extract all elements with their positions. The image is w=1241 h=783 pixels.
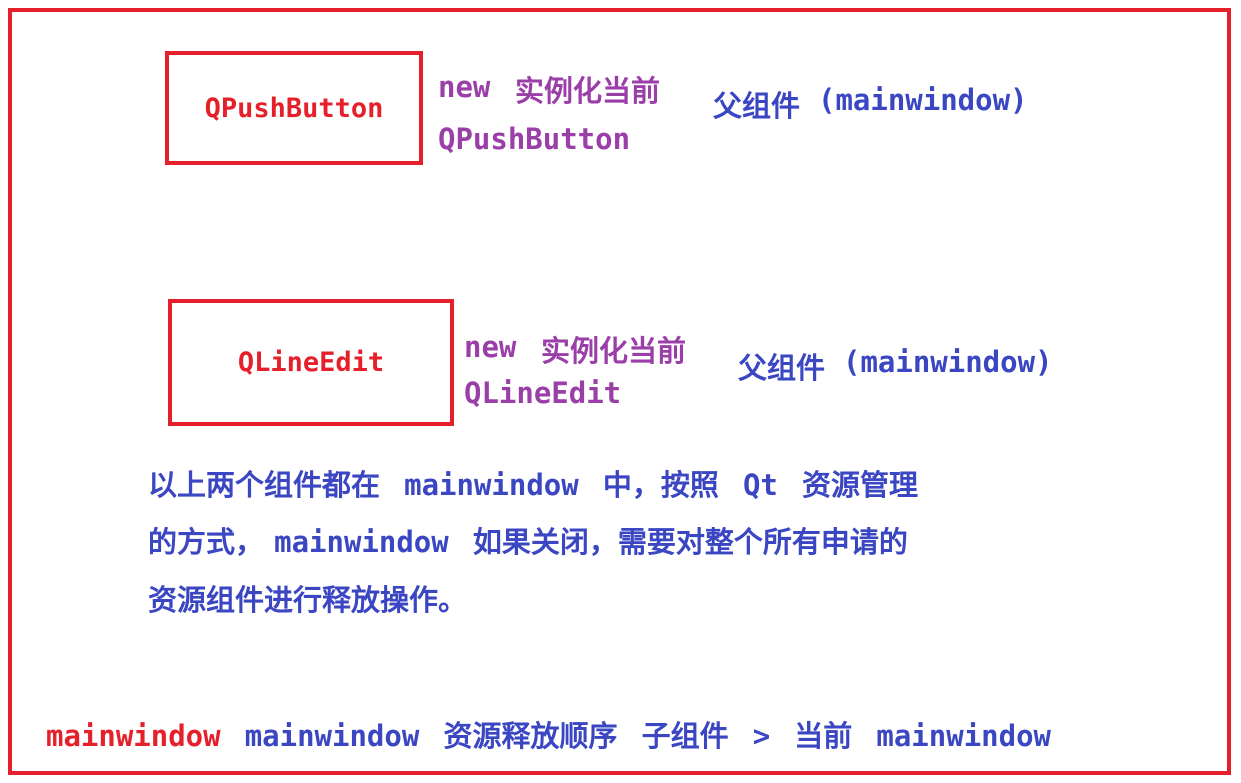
qlineedit-parent-value: (mainwindow) <box>843 345 1053 379</box>
explanation-line-2: 的方式， mainwindow 如果关闭，需要对整个所有申请的 <box>148 514 908 571</box>
qpushbutton-class-name: QPushButton <box>438 122 631 156</box>
footer-code: mainwindow <box>876 719 1051 753</box>
footer-highlight: mainwindow <box>46 719 221 753</box>
qpushbutton-instantiate-label: 实例化当前 <box>515 74 661 108</box>
qpushbutton-box: QPushButton <box>165 51 423 165</box>
explanation-code: mainwindow <box>404 468 579 502</box>
explanation-line-3: 资源组件进行释放操作。 <box>148 572 467 629</box>
explanation-text: 中，按照 <box>602 468 719 502</box>
qpushbutton-box-label: QPushButton <box>204 92 384 124</box>
explanation-text: 以上两个组件都在 <box>148 468 381 502</box>
qlineedit-parent-label: 父组件 <box>738 351 826 385</box>
footer-order-label: 资源释放顺序 <box>443 719 618 753</box>
qlineedit-class-name: QLineEdit <box>464 376 622 410</box>
qlineedit-box-label: QLineEdit <box>237 347 385 378</box>
footer-current-label: 当前 <box>794 719 853 753</box>
footer-line: mainwindow mainwindow 资源释放顺序 子组件 > 当前 ma… <box>46 713 1051 755</box>
footer-arrow: > <box>752 719 771 753</box>
qlineedit-box: QLineEdit <box>168 299 454 426</box>
qpushbutton-parent-label: 父组件 <box>713 89 801 123</box>
explanation-text: 的方式， <box>148 525 265 559</box>
explanation-code: Qt <box>742 468 778 502</box>
explanation-text: 资源组件进行释放操作。 <box>148 583 468 617</box>
footer-child-label: 子组件 <box>641 719 729 753</box>
explanation-text: 资源管理 <box>802 468 919 502</box>
qpushbutton-parent-value: (mainwindow) <box>818 83 1028 117</box>
outer-frame <box>8 8 1231 775</box>
qlineedit-new-keyword: new <box>464 330 517 364</box>
explanation-text: 如果关闭，需要对整个所有申请的 <box>472 525 908 559</box>
footer-code: mainwindow <box>244 719 420 753</box>
qlineedit-instantiate-label: 实例化当前 <box>541 334 687 368</box>
explanation-code: mainwindow <box>274 525 449 559</box>
explanation-line-1: 以上两个组件都在 mainwindow 中，按照 Qt 资源管理 <box>148 457 918 514</box>
qpushbutton-new-keyword: new <box>438 70 491 104</box>
